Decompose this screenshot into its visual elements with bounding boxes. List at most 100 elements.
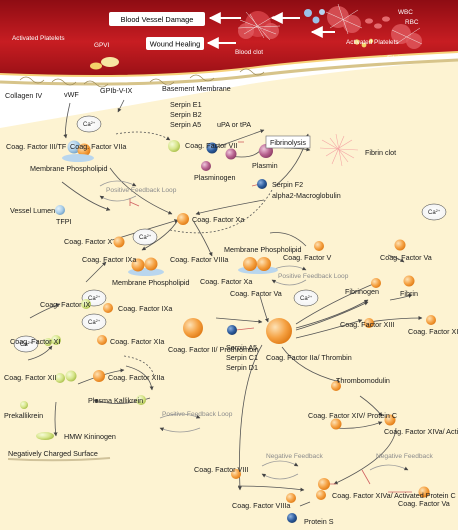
positive-feedback-3-label: Positive Feedback Loop	[162, 411, 233, 418]
factor-xia-node	[97, 335, 107, 345]
ca-label-4: Ca2+	[88, 318, 101, 326]
factor-viiia-1-label: Coag. Factor VIIIa	[170, 255, 228, 264]
hmw-kininogen-label: HMW Kininogen	[64, 432, 116, 441]
factor-xii-label: Coag. Factor XII	[4, 373, 56, 382]
vessel-damage-label: Blood Vessel Damage	[121, 15, 194, 24]
serpin-e1-node	[206, 142, 218, 154]
negative-feedback-2-label: Negative Feedback	[376, 453, 434, 460]
factor-xa-top-node	[177, 213, 189, 225]
hmw-kininogen-node	[36, 432, 54, 440]
gpvi-label: GPVI	[94, 42, 109, 49]
factor-xiva-2b-node	[316, 490, 326, 500]
ca-label-7: Ca2+	[428, 208, 441, 216]
serpin-f2-node	[257, 179, 267, 189]
wound-healing-label: Wound Healing	[150, 40, 200, 49]
protein-c-label: Coag. Factor XIV/ Protein C	[308, 411, 397, 420]
factor-xiii-node	[364, 318, 374, 328]
fibrin-clot-label: Fibrin clot	[365, 148, 396, 157]
membrane-phospholipid-3-label: Membrane Phospholipid	[224, 245, 302, 254]
factor-va-mid-label: Coag. Factor Va	[230, 289, 282, 298]
calcium-ions	[13, 115, 447, 353]
ca-label-5: Ca2+	[20, 340, 33, 348]
factor-iii-tf-node	[67, 140, 81, 154]
basement-membrane	[0, 58, 458, 86]
membrane-phospholipid-1-node	[62, 154, 94, 162]
alpha2-macroglobulin-label: alpha2-Macroglobulin	[272, 191, 341, 200]
tfpi-node	[55, 205, 65, 215]
protein-s-label: Protein S	[304, 517, 334, 526]
factor-va-bottom-node	[418, 486, 430, 498]
fibrin-clot-top-shape	[391, 24, 423, 49]
factor-v-label: Coag. Factor V	[283, 253, 332, 262]
tfpi-label: TFPI	[56, 217, 72, 226]
wbc-label: WBC	[398, 9, 413, 16]
serpin-a5-mid-label: Serpin A5	[226, 343, 257, 352]
vessel-lumen-area	[0, 60, 458, 530]
fibrin-clot-mesh	[319, 133, 359, 167]
ca-label-2: Ca2+	[139, 233, 152, 241]
membrane-phospholipid-1-label: Membrane Phospholipid	[30, 164, 108, 173]
factor-viiia-1-node	[144, 257, 158, 271]
factor-vii-node	[168, 140, 180, 152]
factor-ixa-2-label: Coag. Factor IXa	[118, 304, 172, 313]
serpin-f2-label: Serpin F2	[272, 180, 303, 189]
activated-platelets-top-label: Activated Platelets	[346, 39, 399, 46]
fibrin-clot-cluster	[325, 3, 363, 35]
positive-feedback-loop-1-icon	[99, 180, 137, 202]
factor-ixa-1-node	[131, 258, 145, 272]
factor-xiva-2-label: Coag. Factor XIVa/ Activated Protein C	[332, 491, 456, 500]
factor-va-bottom-label: Coag. Factor Va	[398, 499, 450, 508]
positive-feedback-1-label: Positive Feedback Loop	[106, 187, 177, 194]
negatively-charged-surface-label: Negatively Charged Surface	[8, 449, 98, 458]
thrombomodulin-node	[331, 381, 341, 391]
factor-viia-label: Coag. Factor VIIa	[70, 142, 126, 151]
protein-s-node	[287, 513, 297, 523]
factor-va-right-node	[394, 239, 406, 251]
upa-tpa-node	[225, 148, 237, 160]
plasminogen-label: Plasminogen	[194, 173, 236, 182]
thrombin-node	[266, 318, 292, 344]
activated-platelets-top	[354, 38, 374, 48]
thrombomodulin-label: Thrombomodulin	[336, 376, 390, 385]
wbc-cells	[304, 9, 325, 24]
plasma-kallikrein-node	[136, 395, 146, 405]
vessel-damage-banner	[109, 12, 205, 26]
factor-xii-pair-node	[55, 373, 65, 383]
plasminogen-node	[201, 161, 211, 171]
factor-viii-node	[231, 469, 241, 479]
basement-membrane-label: Basement Membrane	[162, 84, 231, 93]
activated-platelets-left-label: Activated Platelets	[12, 35, 65, 42]
factor-xii-node	[65, 370, 77, 382]
serpin-c1-label: Serpin C1	[226, 353, 258, 362]
ca-label-6: Ca2+	[300, 294, 313, 302]
factor-xiia-label: Coag. Factor XIIa	[108, 373, 164, 382]
factor-xi-node	[51, 335, 61, 345]
prekallikrein-label: Prekallikrein	[4, 411, 43, 420]
protein-c-node	[330, 418, 342, 430]
factor-xi-dimer-node	[44, 338, 52, 346]
positive-feedback-loop-3-icon	[159, 413, 201, 433]
fibrin-label: Fibrin	[400, 289, 418, 298]
factor-xa-top-label: Coag. Factor Xa	[192, 215, 244, 224]
factor-xiiia-label: Coag. Factor XIIIa	[408, 327, 458, 336]
factor-xi-label: Coag. Factor XI	[10, 337, 60, 346]
serpin-e1-label: Serpin E1	[170, 100, 202, 109]
ca-label-3: Ca2+	[88, 294, 101, 302]
serpin-b2-label: Serpin B2	[170, 110, 202, 119]
prothrombin-label: Coag. Factor II/ Prothrombin	[168, 345, 259, 354]
upa-tpa-label: uPA or tPA	[217, 120, 251, 129]
blood-clot-cluster	[237, 11, 281, 41]
factor-xiva-node	[384, 414, 396, 426]
factor-xiva-activated-c-label: Coag. Factor XIVa/ Activated Protein C	[384, 427, 458, 436]
gpib-label: GPIb-V-IX	[100, 86, 133, 95]
vwf-label: vWF	[64, 90, 79, 99]
factor-va-right-label: Coag. Factor Va	[380, 253, 432, 262]
positive-feedback-2-label: Positive Feedback Loop	[278, 273, 349, 280]
ca-label-1: Ca2+	[83, 120, 96, 128]
factor-xa-mid-node	[243, 257, 257, 271]
serpin-a5-label: Serpin A5	[170, 120, 201, 129]
collagen-iv-label: Collagen IV	[5, 91, 42, 100]
factor-xa-mid-label: Coag. Factor Xa	[200, 277, 252, 286]
factor-ixa-2-node	[103, 303, 113, 313]
factor-iii-tf-label: Coag. Factor III/TF	[6, 142, 67, 151]
